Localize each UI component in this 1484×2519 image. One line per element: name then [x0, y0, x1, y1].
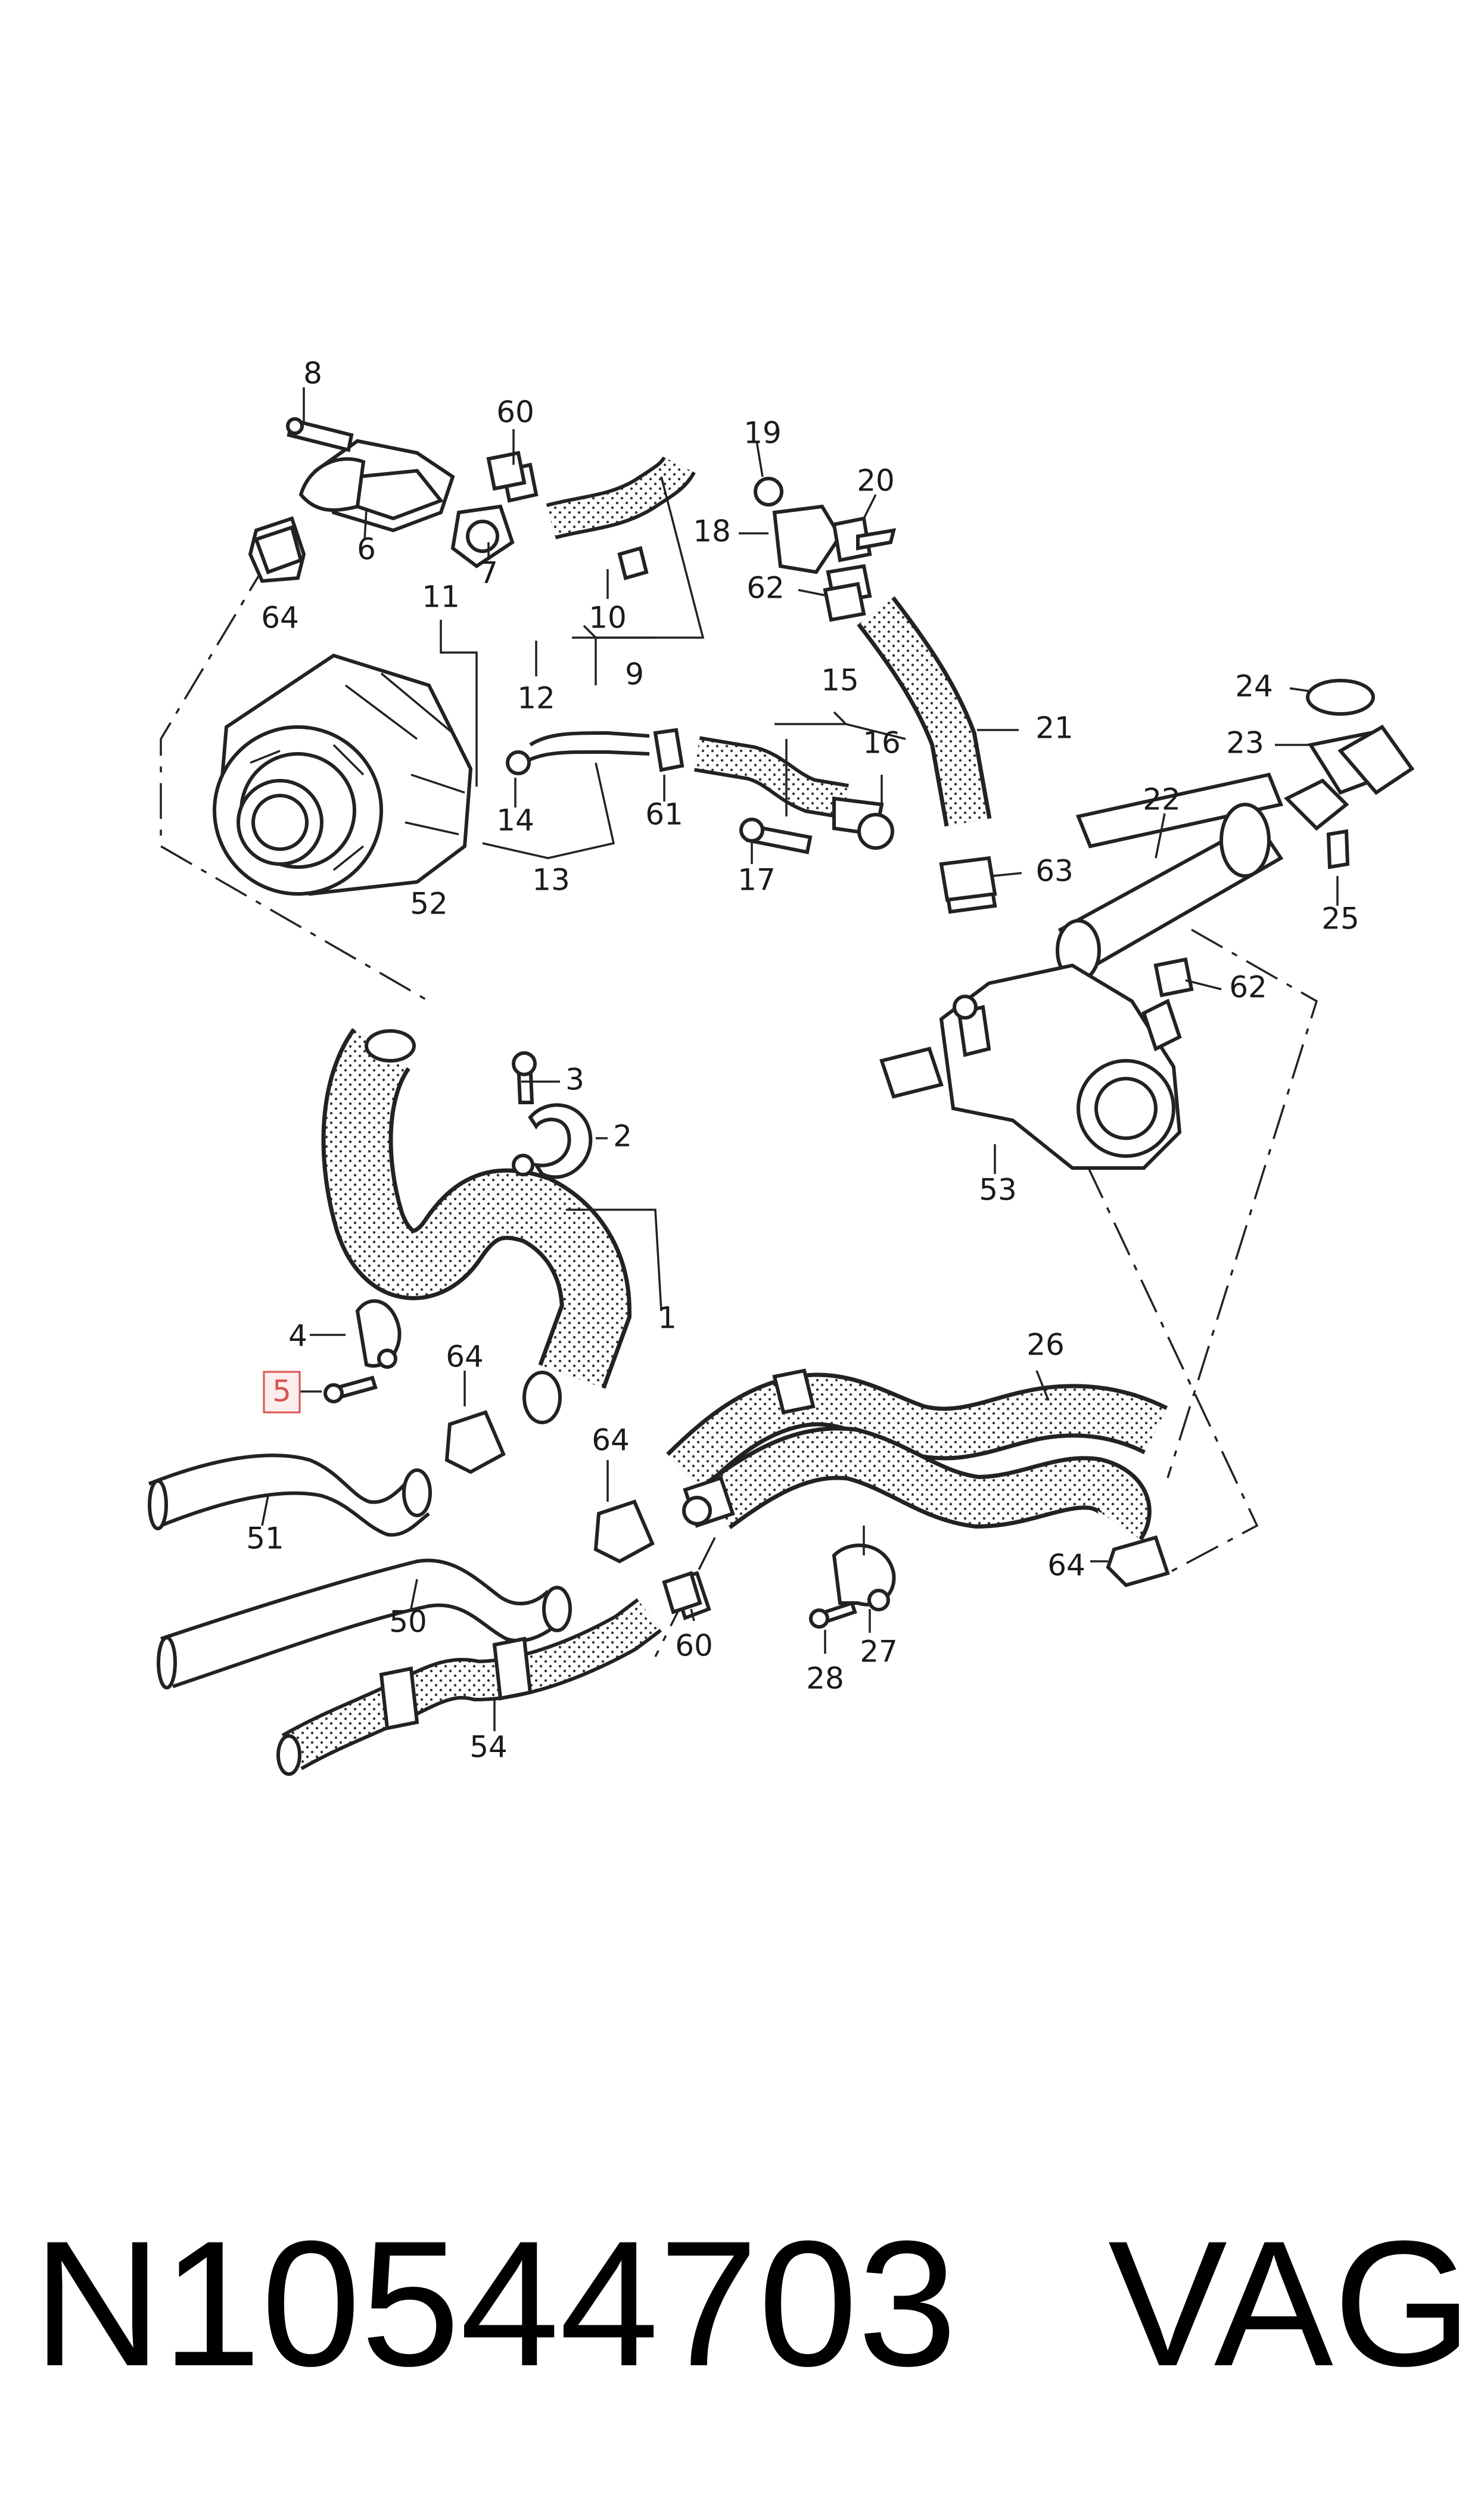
- callout-labels: 8 60 19 20 18 6 7 62 11 10 64 9 12 24 15…: [246, 356, 1359, 1765]
- clamp-63: [939, 856, 997, 902]
- callout-3[interactable]: 3: [565, 1063, 584, 1097]
- callout-11[interactable]: 11: [422, 580, 460, 614]
- callout-60b[interactable]: 61: [645, 797, 683, 832]
- clamp-2: [512, 1051, 593, 1179]
- callout-17[interactable]: 17: [738, 863, 776, 897]
- pipe-13: [506, 728, 685, 775]
- callout-15[interactable]: 15: [821, 663, 859, 698]
- callout-26[interactable]: 26: [1026, 1328, 1065, 1362]
- clamp-64-top: [254, 525, 303, 574]
- upper-hose-9: [501, 455, 696, 580]
- callout-1[interactable]: 1: [658, 1301, 677, 1335]
- callout-10[interactable]: 10: [589, 601, 627, 635]
- clamp-27: [832, 1543, 896, 1611]
- callout-23[interactable]: 23: [1226, 726, 1264, 760]
- callout-9[interactable]: 9: [625, 657, 644, 692]
- callout-27[interactable]: 27: [860, 1635, 898, 1669]
- callout-52[interactable]: 52: [410, 887, 448, 921]
- clamp-62-left: [823, 582, 866, 622]
- pipe-51: [148, 1453, 432, 1537]
- callout-16[interactable]: 16: [863, 726, 901, 760]
- bolt-28: [809, 1601, 857, 1629]
- callout-20[interactable]: 20: [857, 464, 895, 498]
- callout-6[interactable]: 6: [357, 532, 376, 567]
- hose-54: [276, 1571, 711, 1776]
- callout-24[interactable]: 24: [1235, 669, 1273, 704]
- callout-14[interactable]: 14: [496, 803, 534, 838]
- callout-25[interactable]: 25: [1321, 902, 1359, 936]
- callout-8[interactable]: 8: [303, 356, 322, 391]
- callout-4[interactable]: 4: [288, 1319, 307, 1353]
- highlighted-callout-5[interactable]: 5: [263, 1371, 301, 1414]
- coolant-flange-assembly: [248, 417, 515, 583]
- callout-12[interactable]: 12: [517, 681, 555, 716]
- callout-7[interactable]: 7: [479, 556, 498, 591]
- alternator-52: [213, 653, 473, 896]
- callout-2[interactable]: 2: [613, 1119, 632, 1154]
- callout-19[interactable]: 19: [743, 416, 782, 451]
- callout-64b[interactable]: 64: [446, 1340, 484, 1374]
- callout-64c[interactable]: 64: [592, 1423, 630, 1458]
- callout-28[interactable]: 28: [806, 1661, 844, 1696]
- leader-lines: [261, 387, 1339, 1731]
- part-number-caption: N10544703: [33, 2203, 957, 2403]
- clamp-4: [355, 1299, 402, 1369]
- callout-63[interactable]: 63: [1035, 854, 1074, 889]
- callout-54[interactable]: 54: [469, 1730, 508, 1765]
- callout-60[interactable]: 60: [496, 395, 534, 430]
- callout-64[interactable]: 64: [261, 601, 299, 635]
- callout-53[interactable]: 53: [979, 1173, 1017, 1207]
- callout-21[interactable]: 21: [1035, 711, 1074, 746]
- callout-62b[interactable]: 62: [1229, 970, 1267, 1005]
- callout-13[interactable]: 13: [532, 863, 570, 897]
- callout-18[interactable]: 18: [693, 514, 731, 549]
- callout-64d[interactable]: 64: [1047, 1548, 1085, 1583]
- callout-51[interactable]: 51: [246, 1521, 284, 1556]
- callout-62[interactable]: 62: [746, 571, 785, 605]
- callout-5[interactable]: 5: [272, 1374, 291, 1409]
- hose-1: [321, 1028, 632, 1424]
- clamp-60-upper: [486, 451, 527, 491]
- clamp-62-right: [1153, 957, 1194, 998]
- callout-22[interactable]: 22: [1143, 782, 1181, 817]
- clamp-64-middle: [444, 1410, 506, 1474]
- clamp-64-lower: [593, 1499, 655, 1564]
- callout-61[interactable]: 60: [675, 1629, 713, 1663]
- clamp-64-right: [1106, 1535, 1170, 1588]
- hose-26: [666, 1368, 1168, 1540]
- hose-15: [694, 736, 894, 855]
- callout-50[interactable]: 50: [389, 1605, 427, 1639]
- coolant-valve-53: [879, 963, 1182, 1170]
- bolt-5: [323, 1375, 378, 1403]
- brand-caption: VAG: [1108, 2203, 1473, 2403]
- clamp-61: [662, 1571, 702, 1614]
